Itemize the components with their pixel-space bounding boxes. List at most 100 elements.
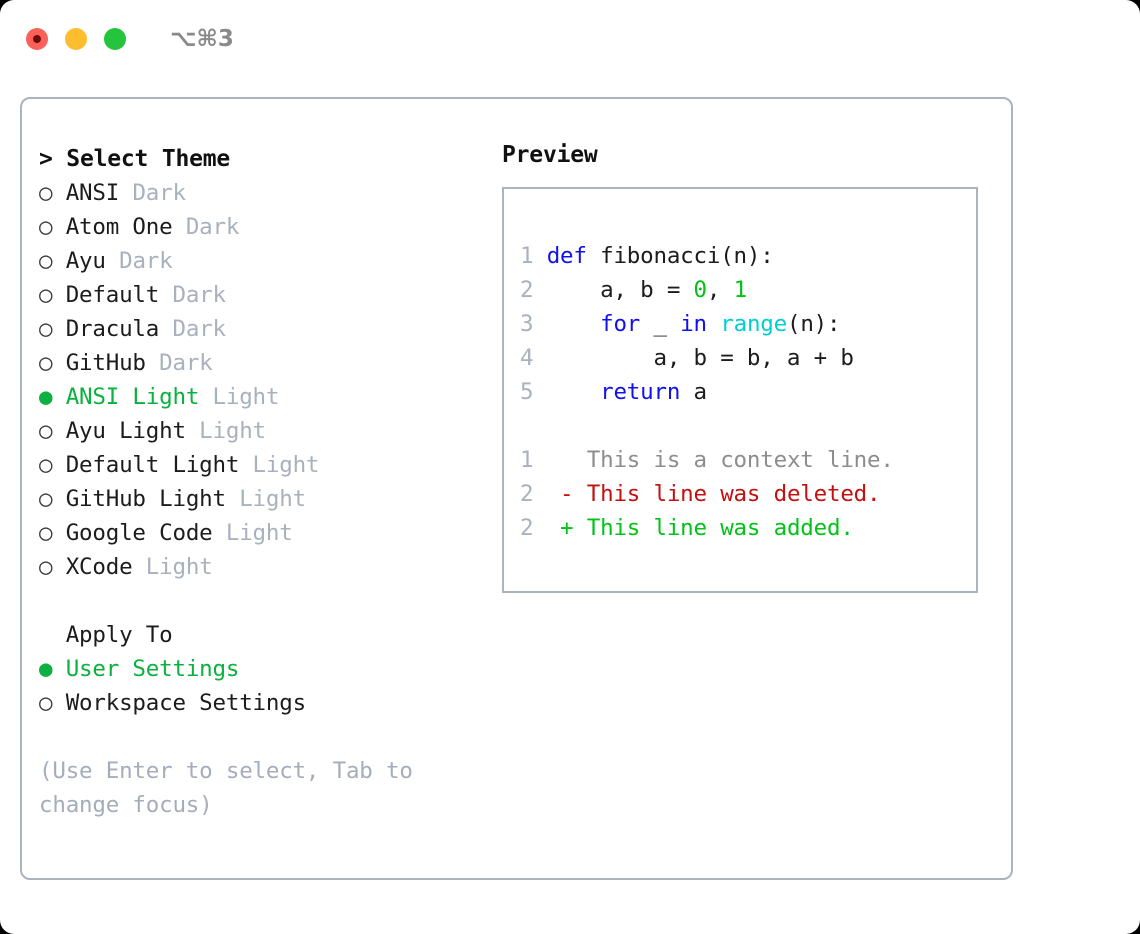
theme-option-atom-one[interactable]: ○ Atom One Dark [39,210,499,244]
theme-list: ○ ANSI Dark○ Atom One Dark○ Ayu Dark○ De… [39,176,499,584]
radio-unselected-icon: ○ [39,486,66,512]
code-token: return [600,379,681,405]
hint-spacer [39,720,499,754]
theme-option-label: Dracula [65,316,160,342]
code-token: for [600,311,641,337]
theme-option-label: Default Light [65,452,240,478]
apply-to-option-user-settings[interactable]: ● User Settings [39,652,499,686]
theme-option-variant-tag: Dark [145,350,213,376]
code-token: in [680,311,707,337]
code-token: a, b = b, a + b [546,345,854,371]
theme-option-variant-tag: Light [239,452,320,478]
section-spacer [39,584,499,618]
code-token: fibonacci(n): [586,243,774,269]
theme-option-ayu[interactable]: ○ Ayu Dark [39,244,499,278]
code-token: , [706,277,734,303]
diff-line-number: 2 [520,481,547,507]
apply-to-option-label: Workspace Settings [65,690,306,716]
theme-option-label: Ayu Light [65,418,186,444]
theme-option-ansi[interactable]: ○ ANSI Dark [39,176,499,210]
theme-option-label: GitHub Light [65,486,226,512]
hint-line-2: change focus) [39,792,213,818]
theme-option-label: Atom One [65,214,173,240]
code-line-number: 2 [520,277,547,303]
code-line: 5 return a [520,375,894,409]
theme-option-github-light[interactable]: ○ GitHub Light Light [39,482,499,516]
radio-unselected-icon: ○ [39,282,66,308]
theme-option-variant-tag: Dark [119,180,186,206]
title-bar: ⌥⌘3 [0,0,1140,78]
zoom-button[interactable] [104,28,126,50]
diff-text: This is a context line. [586,447,894,473]
code-line-number: 4 [520,345,547,371]
theme-option-default-light[interactable]: ○ Default Light Light [39,448,499,482]
theme-option-variant-tag: Light [212,520,293,546]
apply-to-option-workspace-settings[interactable]: ○ Workspace Settings [39,686,499,720]
theme-option-google-code[interactable]: ○ Google Code Light [39,516,499,550]
code-blank-line [520,409,894,443]
theme-option-variant-tag: Dark [105,248,173,274]
code-line-number: 1 [520,243,547,269]
keyboard-shortcut-label: ⌥⌘3 [170,26,234,52]
code-line: 2 a, b = 0, 1 [520,273,894,307]
code-line-number: 5 [520,379,547,405]
code-token: _ [640,311,681,337]
diff-line: 1 This is a context line. [520,443,894,477]
theme-option-label: XCode [65,554,133,580]
code-token [707,311,720,337]
theme-option-label: GitHub [65,350,146,376]
radio-unselected-icon: ○ [39,214,66,240]
code-token: a [680,379,708,405]
diff-text: This line was added. [586,515,854,541]
theme-option-variant-tag: Light [132,554,213,580]
apply-to-list: ● User Settings○ Workspace Settings [39,652,499,720]
radio-unselected-icon: ○ [39,180,66,206]
theme-option-variant-tag: Dark [159,316,226,342]
minimize-button[interactable] [65,28,87,50]
theme-option-label: ANSI [65,180,120,206]
theme-option-variant-tag: Dark [159,282,226,308]
theme-option-default[interactable]: ○ Default Dark [39,278,499,312]
theme-option-ansi-light[interactable]: ● ANSI Light Light [39,380,499,414]
apply-to-option-label: User Settings [65,656,240,682]
radio-selected-icon: ● [39,656,66,682]
code-line-number: 3 [520,311,547,337]
theme-option-dracula[interactable]: ○ Dracula Dark [39,312,499,346]
theme-option-label: Google Code [65,520,213,546]
diff-marker [547,447,587,473]
theme-option-variant-tag: Light [199,384,280,410]
radio-unselected-icon: ○ [39,248,66,274]
diff-line: 2 + This line was added. [520,511,894,545]
theme-option-ayu-light[interactable]: ○ Ayu Light Light [39,414,499,448]
radio-unselected-icon: ○ [39,418,66,444]
theme-option-variant-tag: Light [185,418,266,444]
radio-unselected-icon: ○ [39,554,66,580]
theme-option-label: Ayu [65,248,106,274]
code-token: (n): [786,311,841,337]
radio-unselected-icon: ○ [39,690,66,716]
diff-line: 2 - This line was deleted. [520,477,894,511]
panel-content: > Select Theme ○ ANSI Dark○ Atom One Dar… [22,99,1011,878]
code-token: def [546,243,587,269]
radio-unselected-icon: ○ [39,452,66,478]
theme-option-xcode[interactable]: ○ XCode Light [39,550,499,584]
theme-option-variant-tag: Light [225,486,306,512]
radio-unselected-icon: ○ [39,350,66,376]
theme-option-variant-tag: Dark [172,214,240,240]
close-button[interactable] [26,28,48,50]
select-theme-header: > Select Theme [39,146,231,172]
code-token [547,311,600,337]
theme-picker-column: > Select Theme ○ ANSI Dark○ Atom One Dar… [39,142,499,822]
main-panel: > Select Theme ○ ANSI Dark○ Atom One Dar… [20,97,1013,880]
code-token [547,379,600,405]
code-token: 1 [733,277,748,303]
hint-line-1: (Use Enter to select, Tab to [39,758,413,784]
window-controls [26,28,126,50]
theme-option-github[interactable]: ○ GitHub Dark [39,346,499,380]
theme-option-label: Default [65,282,160,308]
diff-line-number: 2 [520,515,547,541]
diff-marker: - [546,481,587,507]
